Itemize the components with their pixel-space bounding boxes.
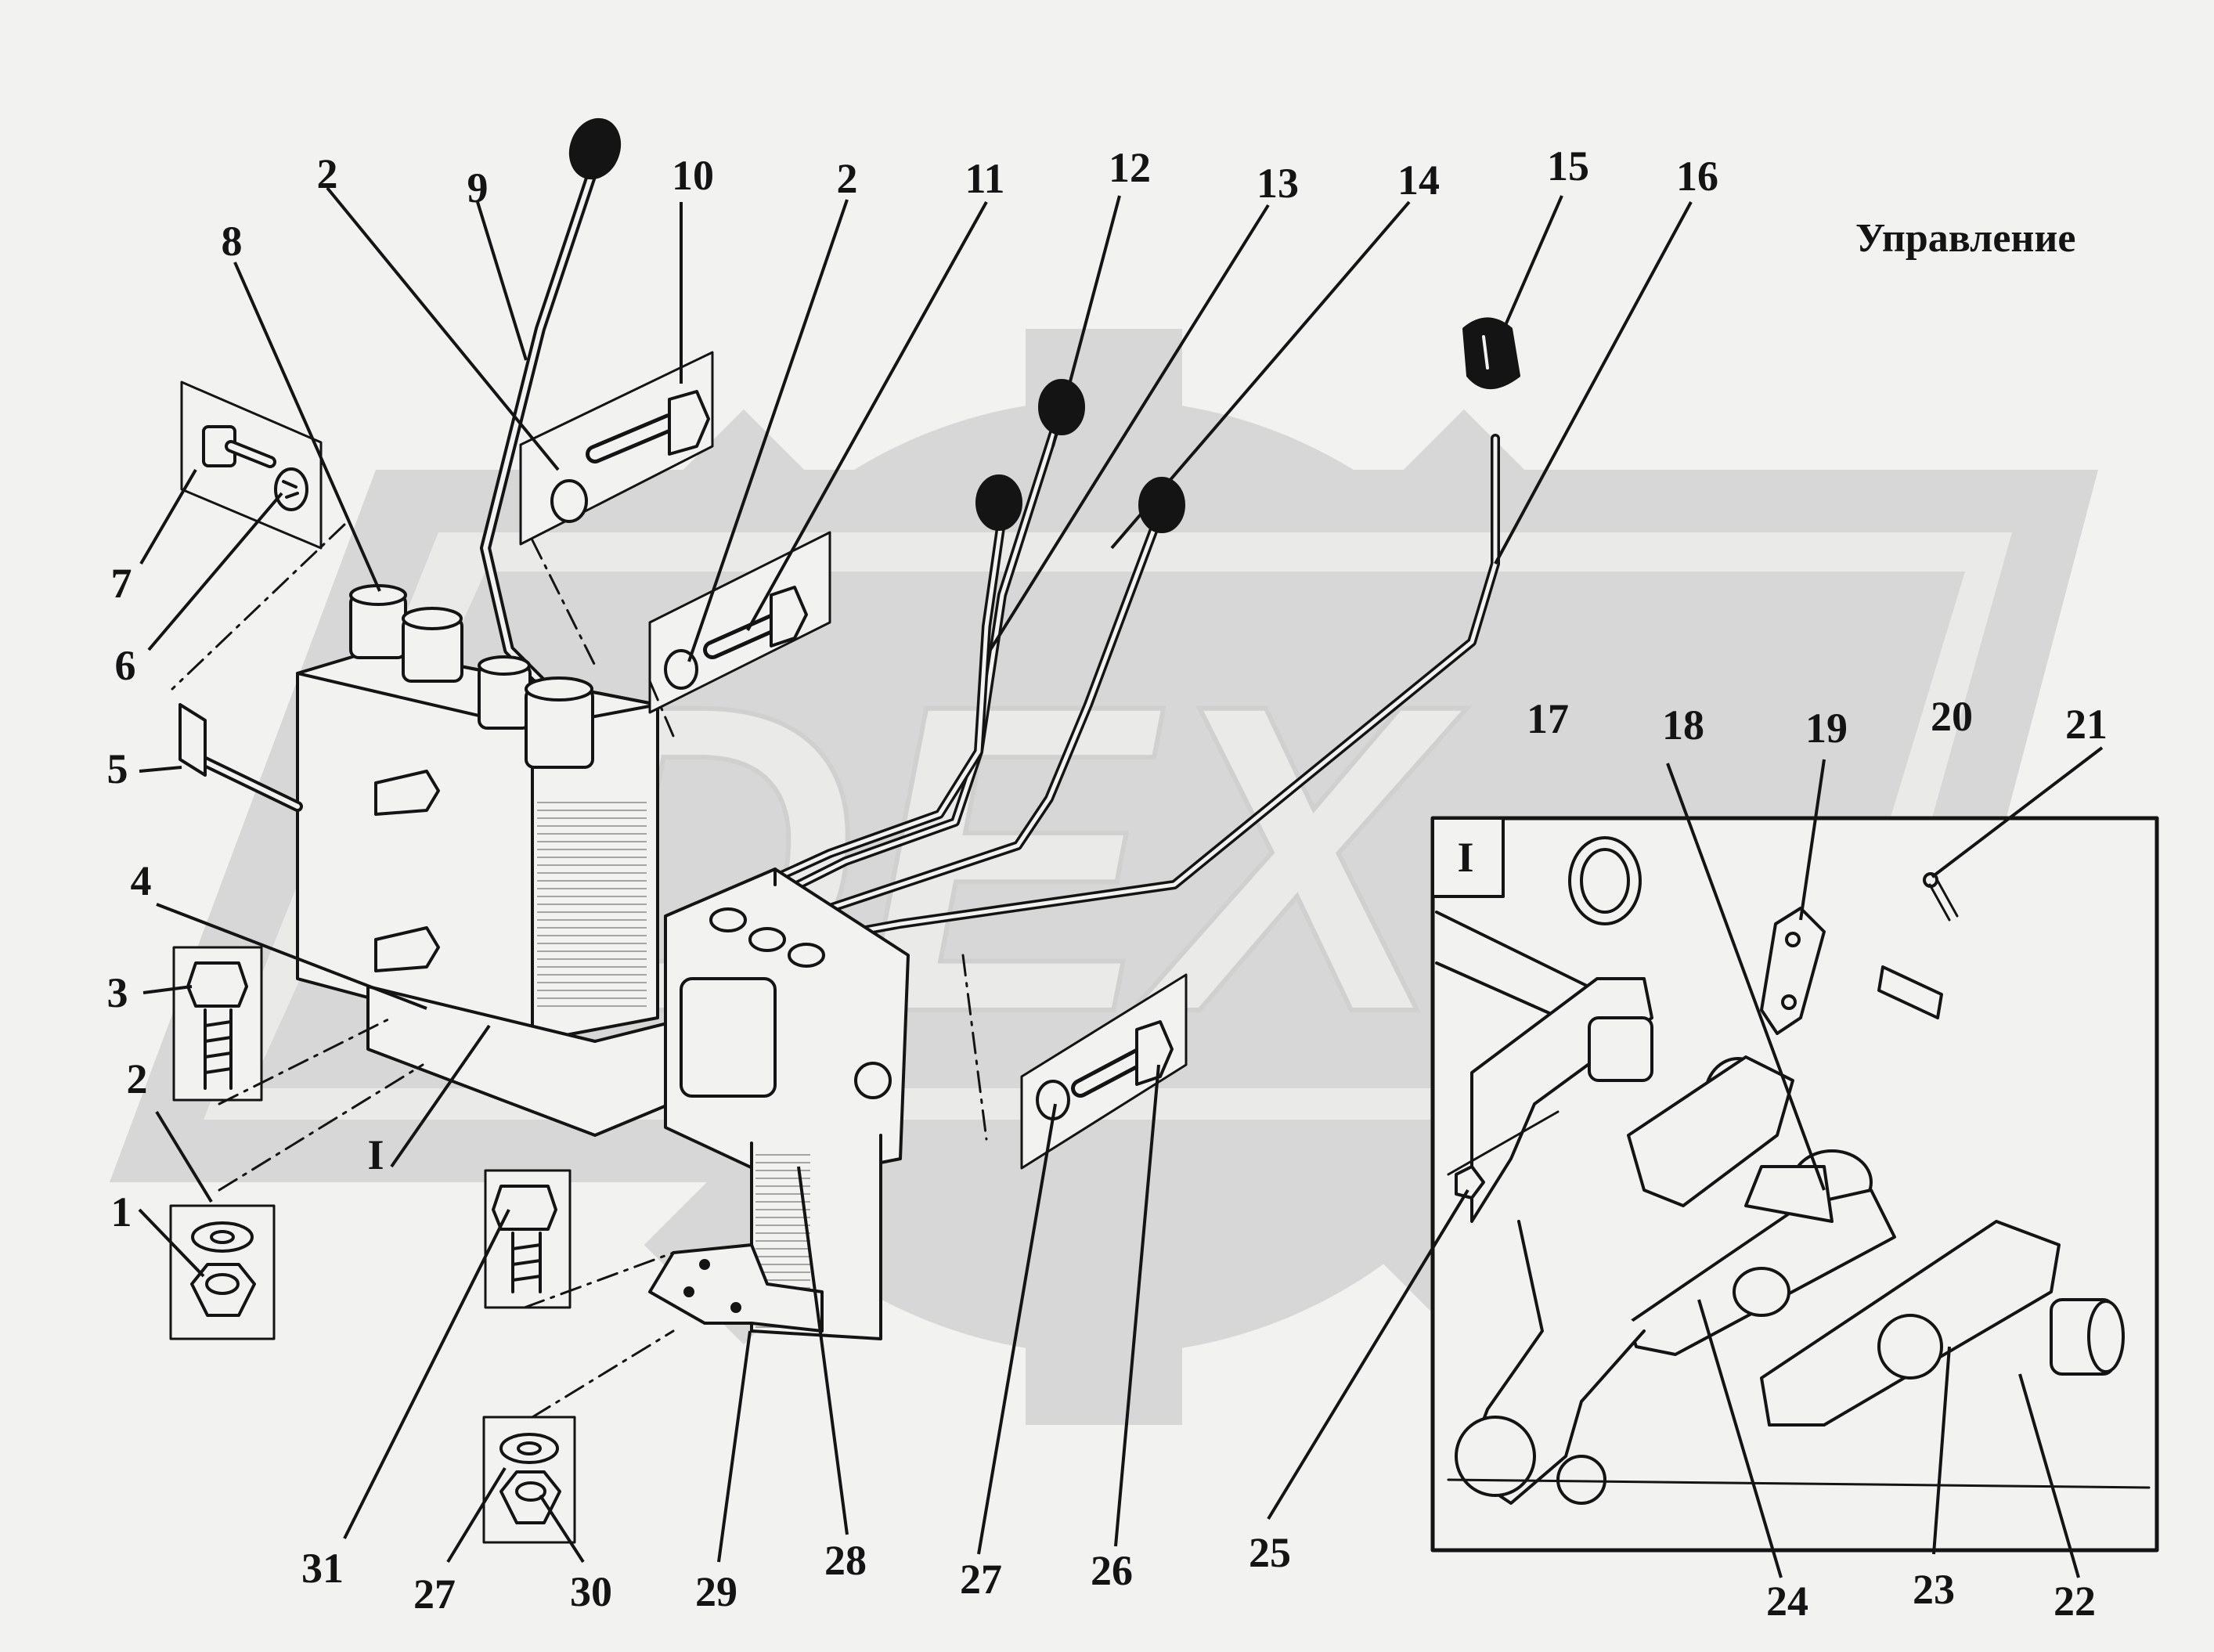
callout-label: 17 [1527, 695, 1569, 742]
callout-label: 2 [316, 150, 338, 197]
pin-5 [178, 703, 303, 812]
inset-bolt-3 [172, 946, 263, 1102]
assembly-lines [171, 523, 988, 1419]
callout-label: 14 [1397, 157, 1440, 204]
callout-label: 15 [1547, 142, 1589, 189]
callout-label: 18 [1662, 702, 1704, 748]
callout-label: 21 [2065, 701, 2108, 748]
callout-label: 13 [1257, 160, 1299, 207]
inset-bolt-31 [484, 1169, 572, 1309]
callout-label: 9 [467, 164, 489, 211]
callout-label: 25 [1249, 1529, 1291, 1576]
leader-lines [138, 186, 2104, 1578]
bracket-29 [648, 1243, 824, 1333]
callout-label: 4 [130, 857, 152, 904]
lever-16 [810, 434, 1500, 944]
callout-label: 5 [106, 745, 128, 792]
callout-label: 24 [1766, 1578, 1808, 1625]
callout-label: 7 [110, 560, 132, 607]
callout-label: 27 [960, 1556, 1002, 1603]
valve-caps [349, 584, 594, 769]
callout-label: 16 [1676, 153, 1718, 200]
callout-label: 30 [570, 1568, 612, 1615]
callout-label: 6 [114, 642, 136, 689]
callout-label: 27 [413, 1571, 456, 1618]
detail-view-I [1430, 816, 2159, 1553]
callout-label: 31 [301, 1545, 344, 1592]
detail-marker: I [1457, 834, 1474, 881]
callout-label: 3 [106, 969, 128, 1016]
callout-label: 10 [672, 152, 714, 199]
callout-label: 2 [126, 1055, 148, 1102]
callout-label: 23 [1913, 1566, 1955, 1613]
diagram-title: Управление [1855, 216, 2076, 261]
callout-label: 11 [965, 155, 1005, 202]
distributor-valve-block [296, 584, 691, 1137]
callout-label: 28 [824, 1537, 867, 1584]
callout-label: 19 [1805, 705, 1848, 752]
callout-label: 2 [836, 155, 858, 202]
callout-label: 22 [2054, 1578, 2096, 1625]
inset-bolt-26 [1020, 973, 1188, 1170]
inset-nut-30 [482, 1416, 576, 1544]
inset-bolt-10 [519, 351, 714, 546]
lever-12 [747, 379, 1085, 913]
lever-14 [778, 477, 1185, 929]
knob-15 [1462, 317, 1520, 389]
callout-label: 8 [221, 218, 243, 265]
callout-label: 26 [1091, 1547, 1133, 1594]
inset-bolt-7 [180, 381, 323, 550]
lever-13 [739, 474, 1022, 897]
callout-label: 1 [110, 1189, 132, 1235]
inset-nut-1 [169, 1204, 276, 1340]
callout-label: 29 [695, 1568, 737, 1615]
callout-label: 12 [1109, 144, 1151, 191]
callout-label: 20 [1931, 693, 1973, 740]
callout-label: I [367, 1131, 384, 1178]
